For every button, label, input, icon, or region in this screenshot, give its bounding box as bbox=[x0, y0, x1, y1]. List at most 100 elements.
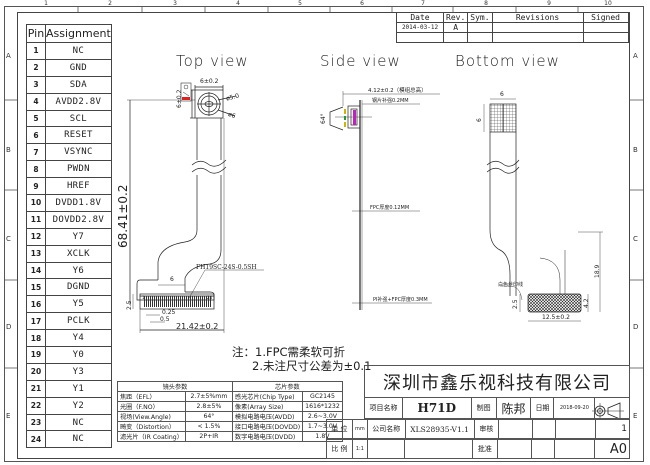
project-value: H71D bbox=[401, 397, 472, 419]
side-view-title: Side view bbox=[320, 52, 401, 70]
company-label: 公司名称 bbox=[366, 419, 406, 439]
side-fpc-label: FPC厚度0.12MM bbox=[370, 205, 410, 211]
spec-chip-value: 1616*1232 bbox=[302, 401, 343, 412]
drawing-border-outer bbox=[4, 6, 644, 462]
pin-signal: GND bbox=[45, 58, 112, 77]
row-letter: A bbox=[6, 52, 11, 60]
bottom-dim-pad-h: 2.5 bbox=[512, 299, 519, 309]
column-number: 7 bbox=[421, 0, 425, 7]
spec-chip-label: 模拟电路电压(AVDD) bbox=[231, 411, 304, 422]
column-number: 2 bbox=[108, 0, 112, 7]
side-pi-label: PI补强+FPC厚度0.3MM bbox=[373, 297, 428, 303]
side-dim-height: 4.12±0.2（模组总高） bbox=[368, 88, 427, 94]
lens-params-header: 镜头参数 bbox=[117, 381, 233, 392]
pin-header: Pin bbox=[26, 24, 46, 43]
side-stiffener-label: 钢片补强0.2MM bbox=[372, 98, 409, 104]
column-number: 1 bbox=[44, 0, 48, 7]
pin-number: 10 bbox=[26, 194, 46, 212]
border-ticks bbox=[4, 6, 644, 369]
row-letter: D bbox=[633, 323, 639, 331]
spec-lens-value: < 1.5% bbox=[184, 421, 233, 432]
sheet-number: 1 bbox=[594, 419, 631, 439]
spec-lens-label: 畸变（Distortion） bbox=[117, 421, 186, 432]
column-number: 6 bbox=[360, 0, 364, 7]
spec-lens-label: 光圈（F.NO） bbox=[117, 401, 186, 412]
scale-label: 比 例 bbox=[326, 439, 353, 459]
bottom-view-drawing bbox=[483, 98, 603, 322]
spec-lens-label: 焦距（EFL） bbox=[117, 391, 186, 402]
pin-signal: SCL bbox=[45, 109, 112, 128]
spec-lens-value: 2P+IR bbox=[184, 431, 233, 442]
spec-lens-value: 64° bbox=[184, 411, 233, 422]
pin-number: 4 bbox=[26, 92, 46, 111]
spec-chip-label: 数字电路电压(DVDD) bbox=[231, 431, 304, 442]
lens-holder bbox=[194, 89, 224, 119]
pin-signal: Y4 bbox=[45, 329, 112, 348]
scale-value: 1:1 bbox=[351, 439, 368, 459]
column-number: 4 bbox=[236, 0, 240, 7]
pin-signal: NC bbox=[45, 430, 112, 449]
bottom-dim-height: 6 bbox=[476, 118, 483, 122]
top-dim-width: 6±0.2 bbox=[200, 78, 219, 85]
side-view-drawing bbox=[329, 91, 440, 310]
note-line-2: 2.未注尺寸公差为±0.1 bbox=[252, 359, 372, 373]
row-letter: B bbox=[633, 146, 638, 154]
pin-number: 24 bbox=[26, 430, 46, 449]
connector-pin-last: 24 bbox=[207, 295, 213, 300]
drawn-value: 陈邦 bbox=[495, 397, 532, 419]
spec-row: 畸变（Distortion）< 1.5%接口电路电压(DOVDD)1.7~3.0… bbox=[117, 421, 343, 432]
row-letter: E bbox=[6, 412, 11, 420]
review-label: 审核 bbox=[473, 419, 500, 439]
spec-lens-value: 2.8±5% bbox=[184, 401, 233, 412]
date-value: 2018-09-20 bbox=[553, 397, 596, 419]
column-number: 10 bbox=[604, 0, 612, 7]
part-number: XLS28935-V1.1 bbox=[404, 419, 475, 439]
qr-label-icon bbox=[180, 82, 192, 102]
spec-lens-label: 滤光片（IR Coating） bbox=[117, 431, 186, 442]
spec-chip-label: 像素(Array Size) bbox=[231, 401, 304, 412]
drawing-border-inner bbox=[17, 12, 630, 459]
stiffener-pad bbox=[527, 293, 582, 313]
spec-chip-label: 感光芯片(Chip Type) bbox=[231, 391, 304, 402]
approve-label: 批准 bbox=[471, 439, 498, 459]
bottom-dim-pad-h2: 4.2 bbox=[583, 298, 590, 308]
connector-pin-first: 1 bbox=[142, 295, 145, 300]
pin-signal: SDA bbox=[45, 75, 112, 94]
row-letter: B bbox=[6, 146, 11, 154]
pin-number: 2 bbox=[26, 58, 46, 77]
company-banner: 深圳市鑫乐视科技有限公司 bbox=[364, 365, 630, 397]
top-dim-pitch: 0.25 bbox=[162, 309, 176, 316]
spec-row: 视场(View.Angle)64°模拟电路电压(AVDD)2.6~3.0V bbox=[117, 411, 343, 422]
connector-label: FH19SC-24S-0.5SH bbox=[196, 264, 257, 271]
column-number: 8 bbox=[484, 0, 488, 7]
note-line-1: 注：1.FPC需柔软可折 bbox=[232, 345, 346, 359]
column-number: 3 bbox=[173, 0, 177, 7]
title-block: 深圳市鑫乐视科技有限公司 bbox=[364, 365, 630, 459]
pin-number: 3 bbox=[26, 75, 46, 94]
pin-number: 14 bbox=[26, 261, 46, 280]
top-dim-neck: 6 bbox=[170, 276, 174, 283]
spec-chip-label: 接口电路电压(DOVDD) bbox=[231, 421, 304, 432]
spec-lens-value: 2.7±5%mm bbox=[184, 391, 233, 402]
row-letter: A bbox=[633, 52, 638, 60]
title-block-row2: 单 位 mm 公司名称 XLS28935-V1.1 审核 1 bbox=[326, 419, 631, 439]
project-label: 项目名称 bbox=[364, 397, 403, 419]
pin-number: 20 bbox=[26, 362, 46, 381]
title-block-row3: 比 例 1:1 批准 A0 bbox=[326, 439, 630, 459]
top-dim-pitch2: 0.5 bbox=[160, 316, 170, 323]
